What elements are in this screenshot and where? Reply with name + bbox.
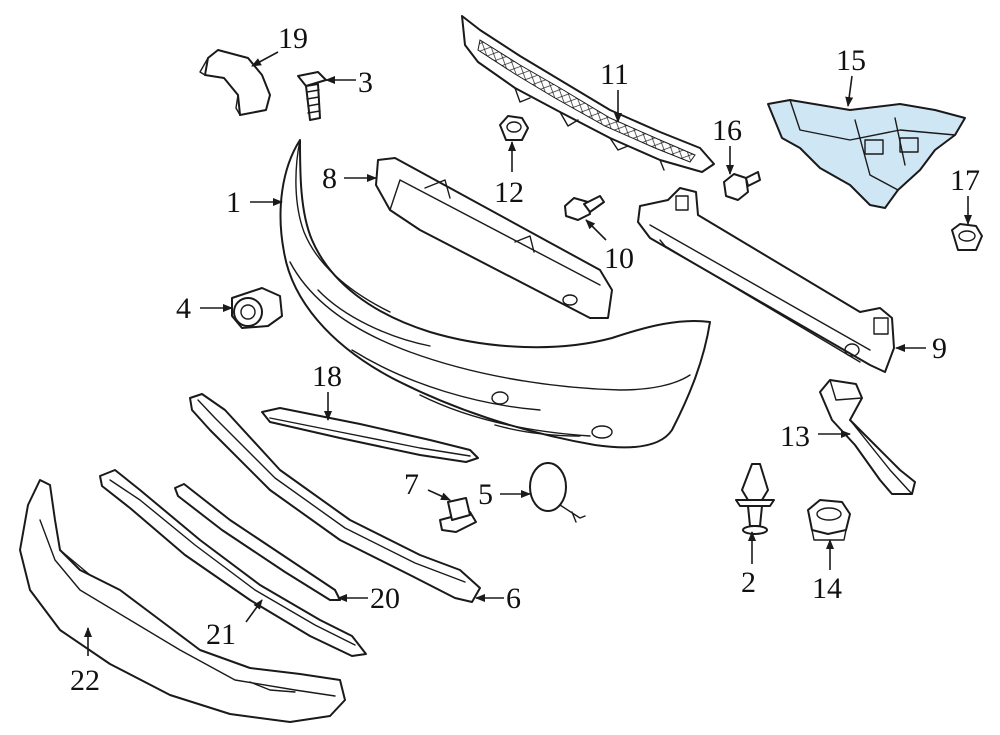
leader-arrows [84,51,972,656]
part-16-bolt [723,171,761,201]
callout-3: 3 [358,66,373,99]
part-21-lower-strip [99,469,367,657]
part-22-spoiler [19,479,346,723]
part-7-clip [439,497,477,533]
callout-19: 19 [278,22,308,55]
part-4-retainer [231,287,283,329]
part-14-nut [807,499,851,541]
arrow-19 [251,51,279,67]
callout-4: 4 [176,292,191,325]
arrow-7 [427,489,451,501]
part-17-nut [951,223,983,251]
callout-18: 18 [312,360,342,393]
part-15-side-bracket [767,99,966,209]
part-11-grille-support [461,15,715,173]
callout-22: 22 [70,664,100,697]
part-13-lower-bracket [819,379,916,495]
callout-13: 13 [780,420,810,453]
part-8-absorber [375,157,613,319]
callout-14: 14 [812,572,842,605]
part-2-push-pin [735,463,775,535]
part-1-bumper-cover [279,139,711,449]
callout-numbers: 19 3 1 8 11 12 10 16 15 17 9 13 4 18 7 5… [70,22,980,697]
callout-7: 7 [404,468,419,501]
callout-12: 12 [494,176,524,209]
callout-1: 1 [226,186,241,219]
callout-21: 21 [206,618,236,651]
callout-10: 10 [604,242,634,275]
callout-15: 15 [836,44,866,77]
part-12-nut [499,115,529,141]
arrow-21 [245,599,263,623]
part-9-reinforcement [637,187,895,373]
part-19-bracket [199,49,271,116]
callout-11: 11 [600,58,629,91]
callout-6: 6 [506,582,521,615]
part-10-bolt [564,195,605,221]
callout-8: 8 [322,162,337,195]
callout-2: 2 [741,566,756,599]
callout-9: 9 [932,332,947,365]
part-18-trim-strip [261,407,479,463]
part-3-bolt [297,71,327,121]
callout-5: 5 [478,478,493,511]
arrow-10 [585,219,607,241]
callout-16: 16 [712,114,742,147]
callout-17: 17 [950,164,980,197]
arrow-15 [845,75,854,107]
callout-20: 20 [370,582,400,615]
part-5-tow-cover [529,462,586,523]
